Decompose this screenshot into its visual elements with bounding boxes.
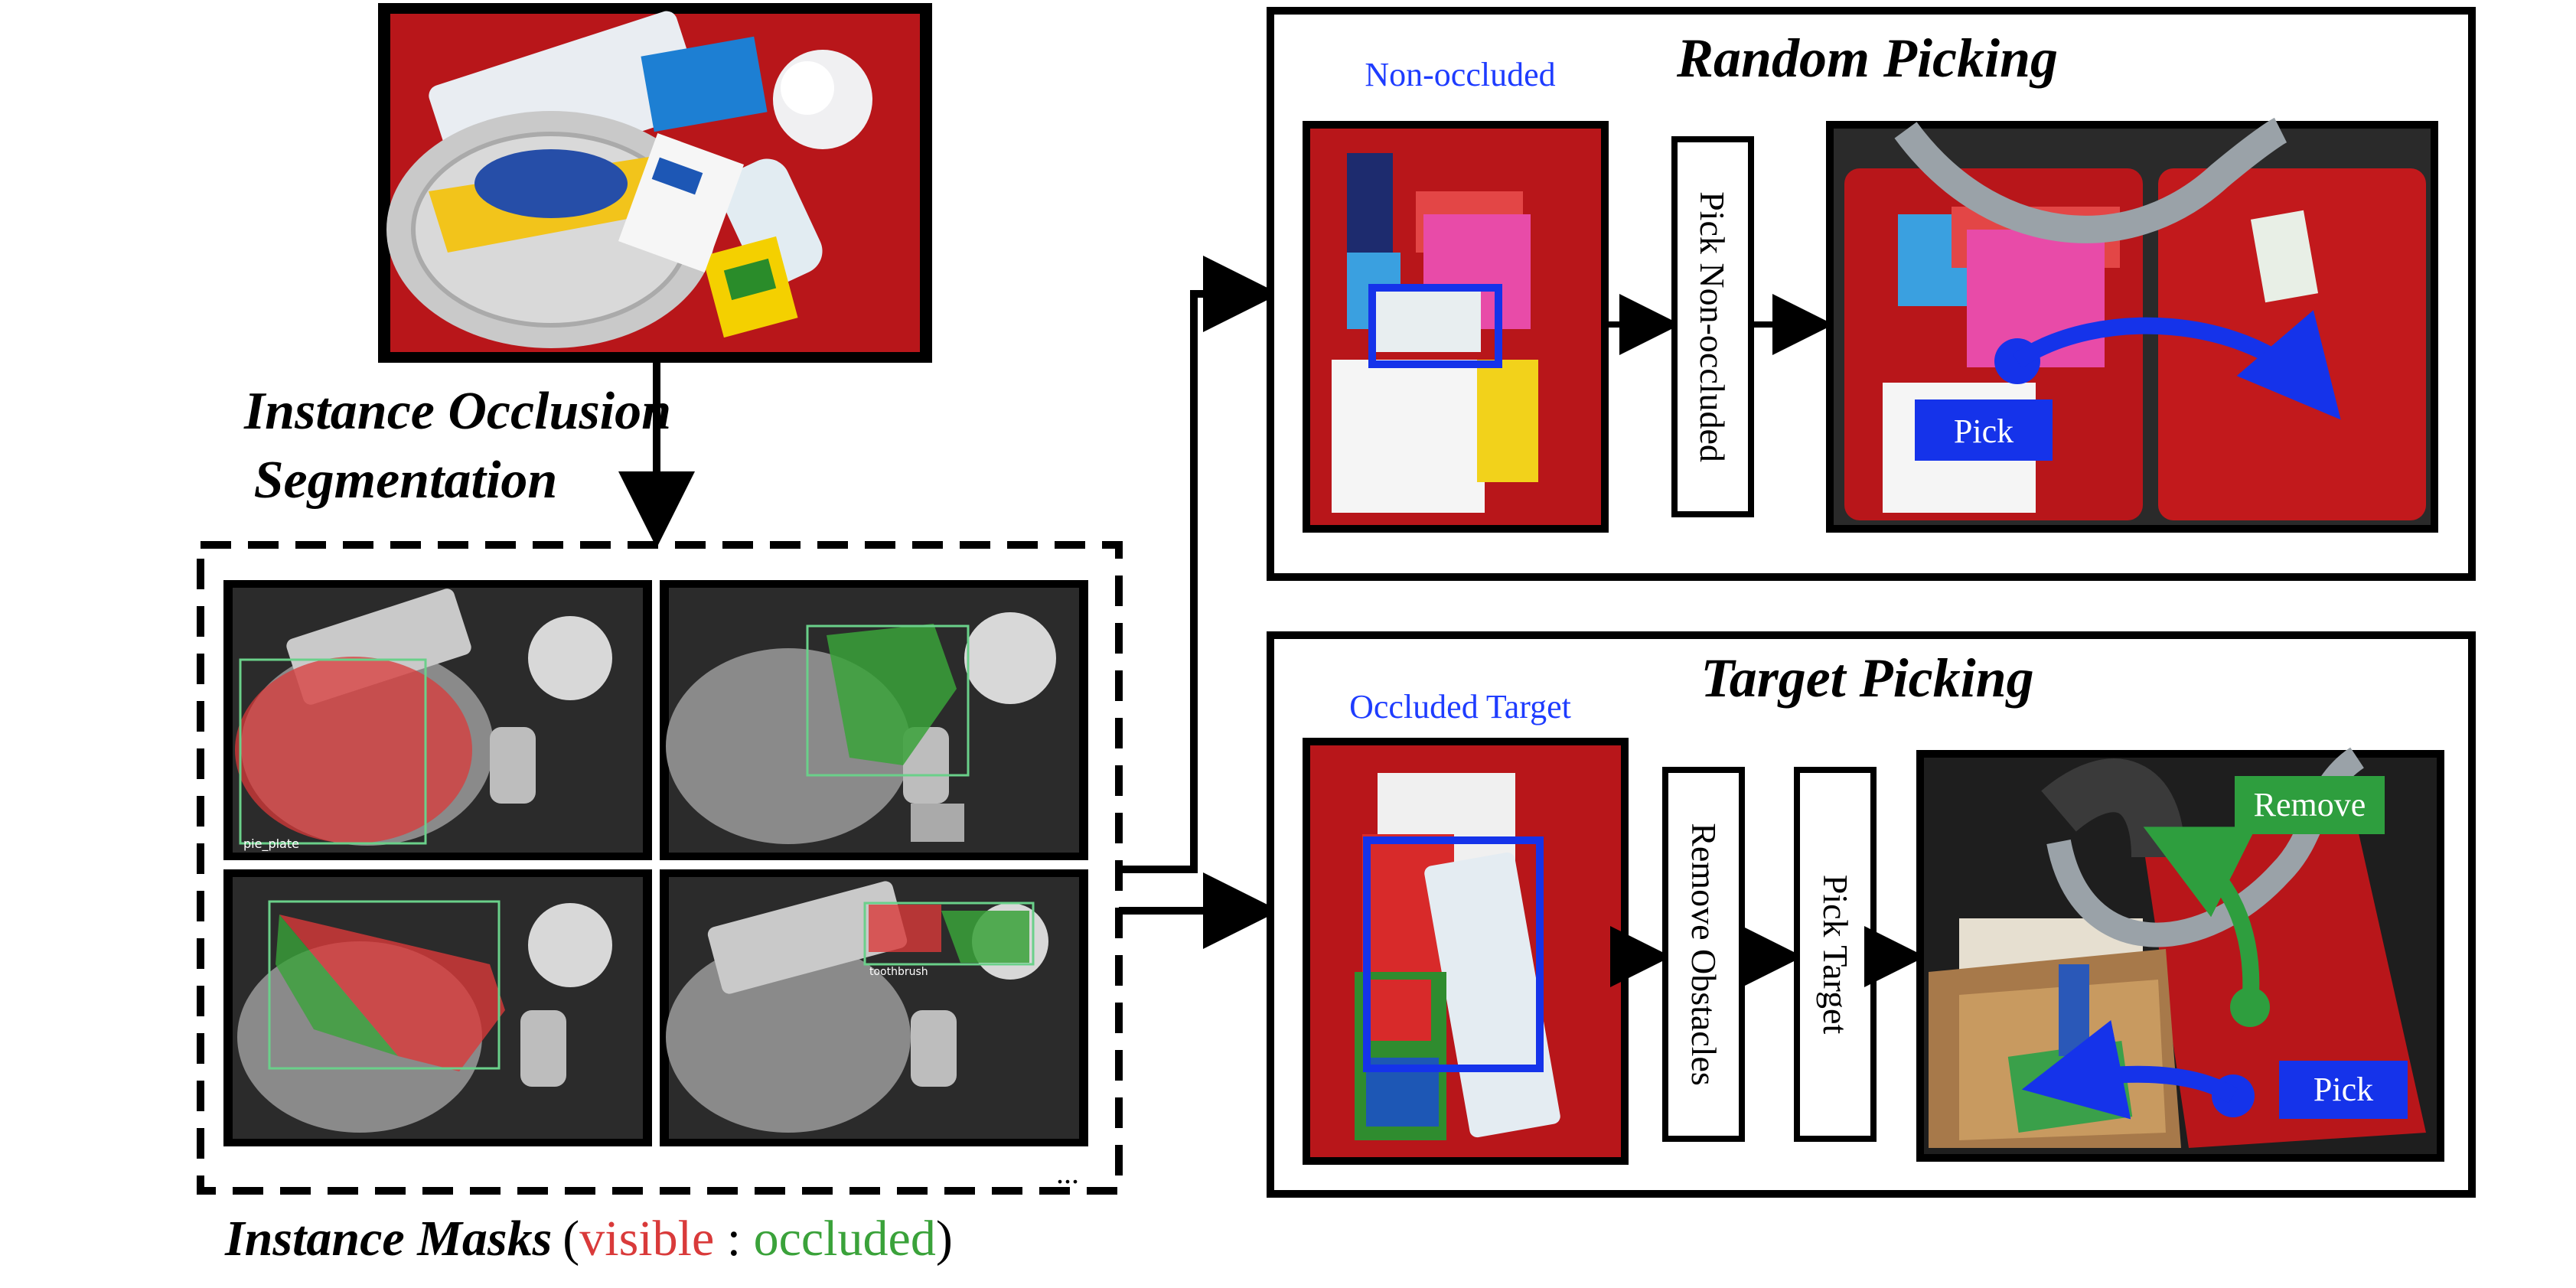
pick-non-occluded-label: Pick Non-occluded <box>1693 191 1732 462</box>
remove-obstacles-label: Remove Obstacles <box>1684 823 1723 1086</box>
random-picking-panel: Random Picking Non-occluded Pick Non-occ… <box>1267 7 2476 581</box>
occluded-label: occluded <box>754 1211 936 1267</box>
remove-badge-label: Remove <box>2254 786 2366 823</box>
pick-target-label: Pick Target <box>1816 875 1855 1035</box>
occluded-target-tag: Occluded Target <box>1349 688 1571 726</box>
instance-masks-caption: Instance Masks(visible : occluded) <box>224 1211 953 1267</box>
pick-non-occluded-box <box>1671 136 1754 517</box>
remove-badge <box>2235 776 2385 834</box>
instance-masks-title: Instance Masks <box>224 1211 552 1267</box>
pick-badge-label: Pick <box>1954 412 2014 450</box>
mask-tile-toothbrush: toothbrush <box>660 869 1088 1146</box>
random-picking-title: Random Picking <box>1676 28 2058 89</box>
non-occluded-tag: Non-occluded <box>1365 56 1555 93</box>
pick-badge-target-label: Pick <box>2314 1071 2373 1108</box>
target-picking-bin-photo <box>1303 738 1629 1165</box>
target-picking-title: Target Picking <box>1700 647 2033 709</box>
paren-open: ( <box>562 1211 579 1267</box>
remove-obstacles-box <box>1662 767 1745 1142</box>
mask-tile-pie-plate: pie_plate <box>223 580 652 860</box>
arrow-to-random-picking <box>1119 256 1280 873</box>
random-picking-bin-photo <box>1303 121 1609 533</box>
paren-close: ) <box>936 1211 953 1267</box>
mask-label-pie-plate: pie_plate <box>243 836 299 852</box>
random-picking-result-photo <box>1826 117 2438 533</box>
input-bin-photo <box>378 3 932 363</box>
instance-occlusion-label-line2: Segmentation <box>254 451 558 510</box>
mask-tile-occluded-green <box>660 580 1088 860</box>
ellipsis: ... <box>1056 1156 1079 1190</box>
instance-occlusion-label-line1: Instance Occlusion <box>243 382 671 441</box>
pick-badge <box>1915 399 2053 461</box>
mask-label-toothbrush: toothbrush <box>869 966 928 978</box>
target-picking-panel: Target Picking Occluded Target Remove Ob… <box>1267 631 2476 1198</box>
visible-label: visible <box>579 1211 714 1267</box>
mask-tile-ice-tray <box>223 869 652 1146</box>
separator-label: : <box>714 1211 753 1267</box>
pick-badge-target <box>2279 1061 2408 1119</box>
pick-target-box <box>1794 767 1877 1142</box>
